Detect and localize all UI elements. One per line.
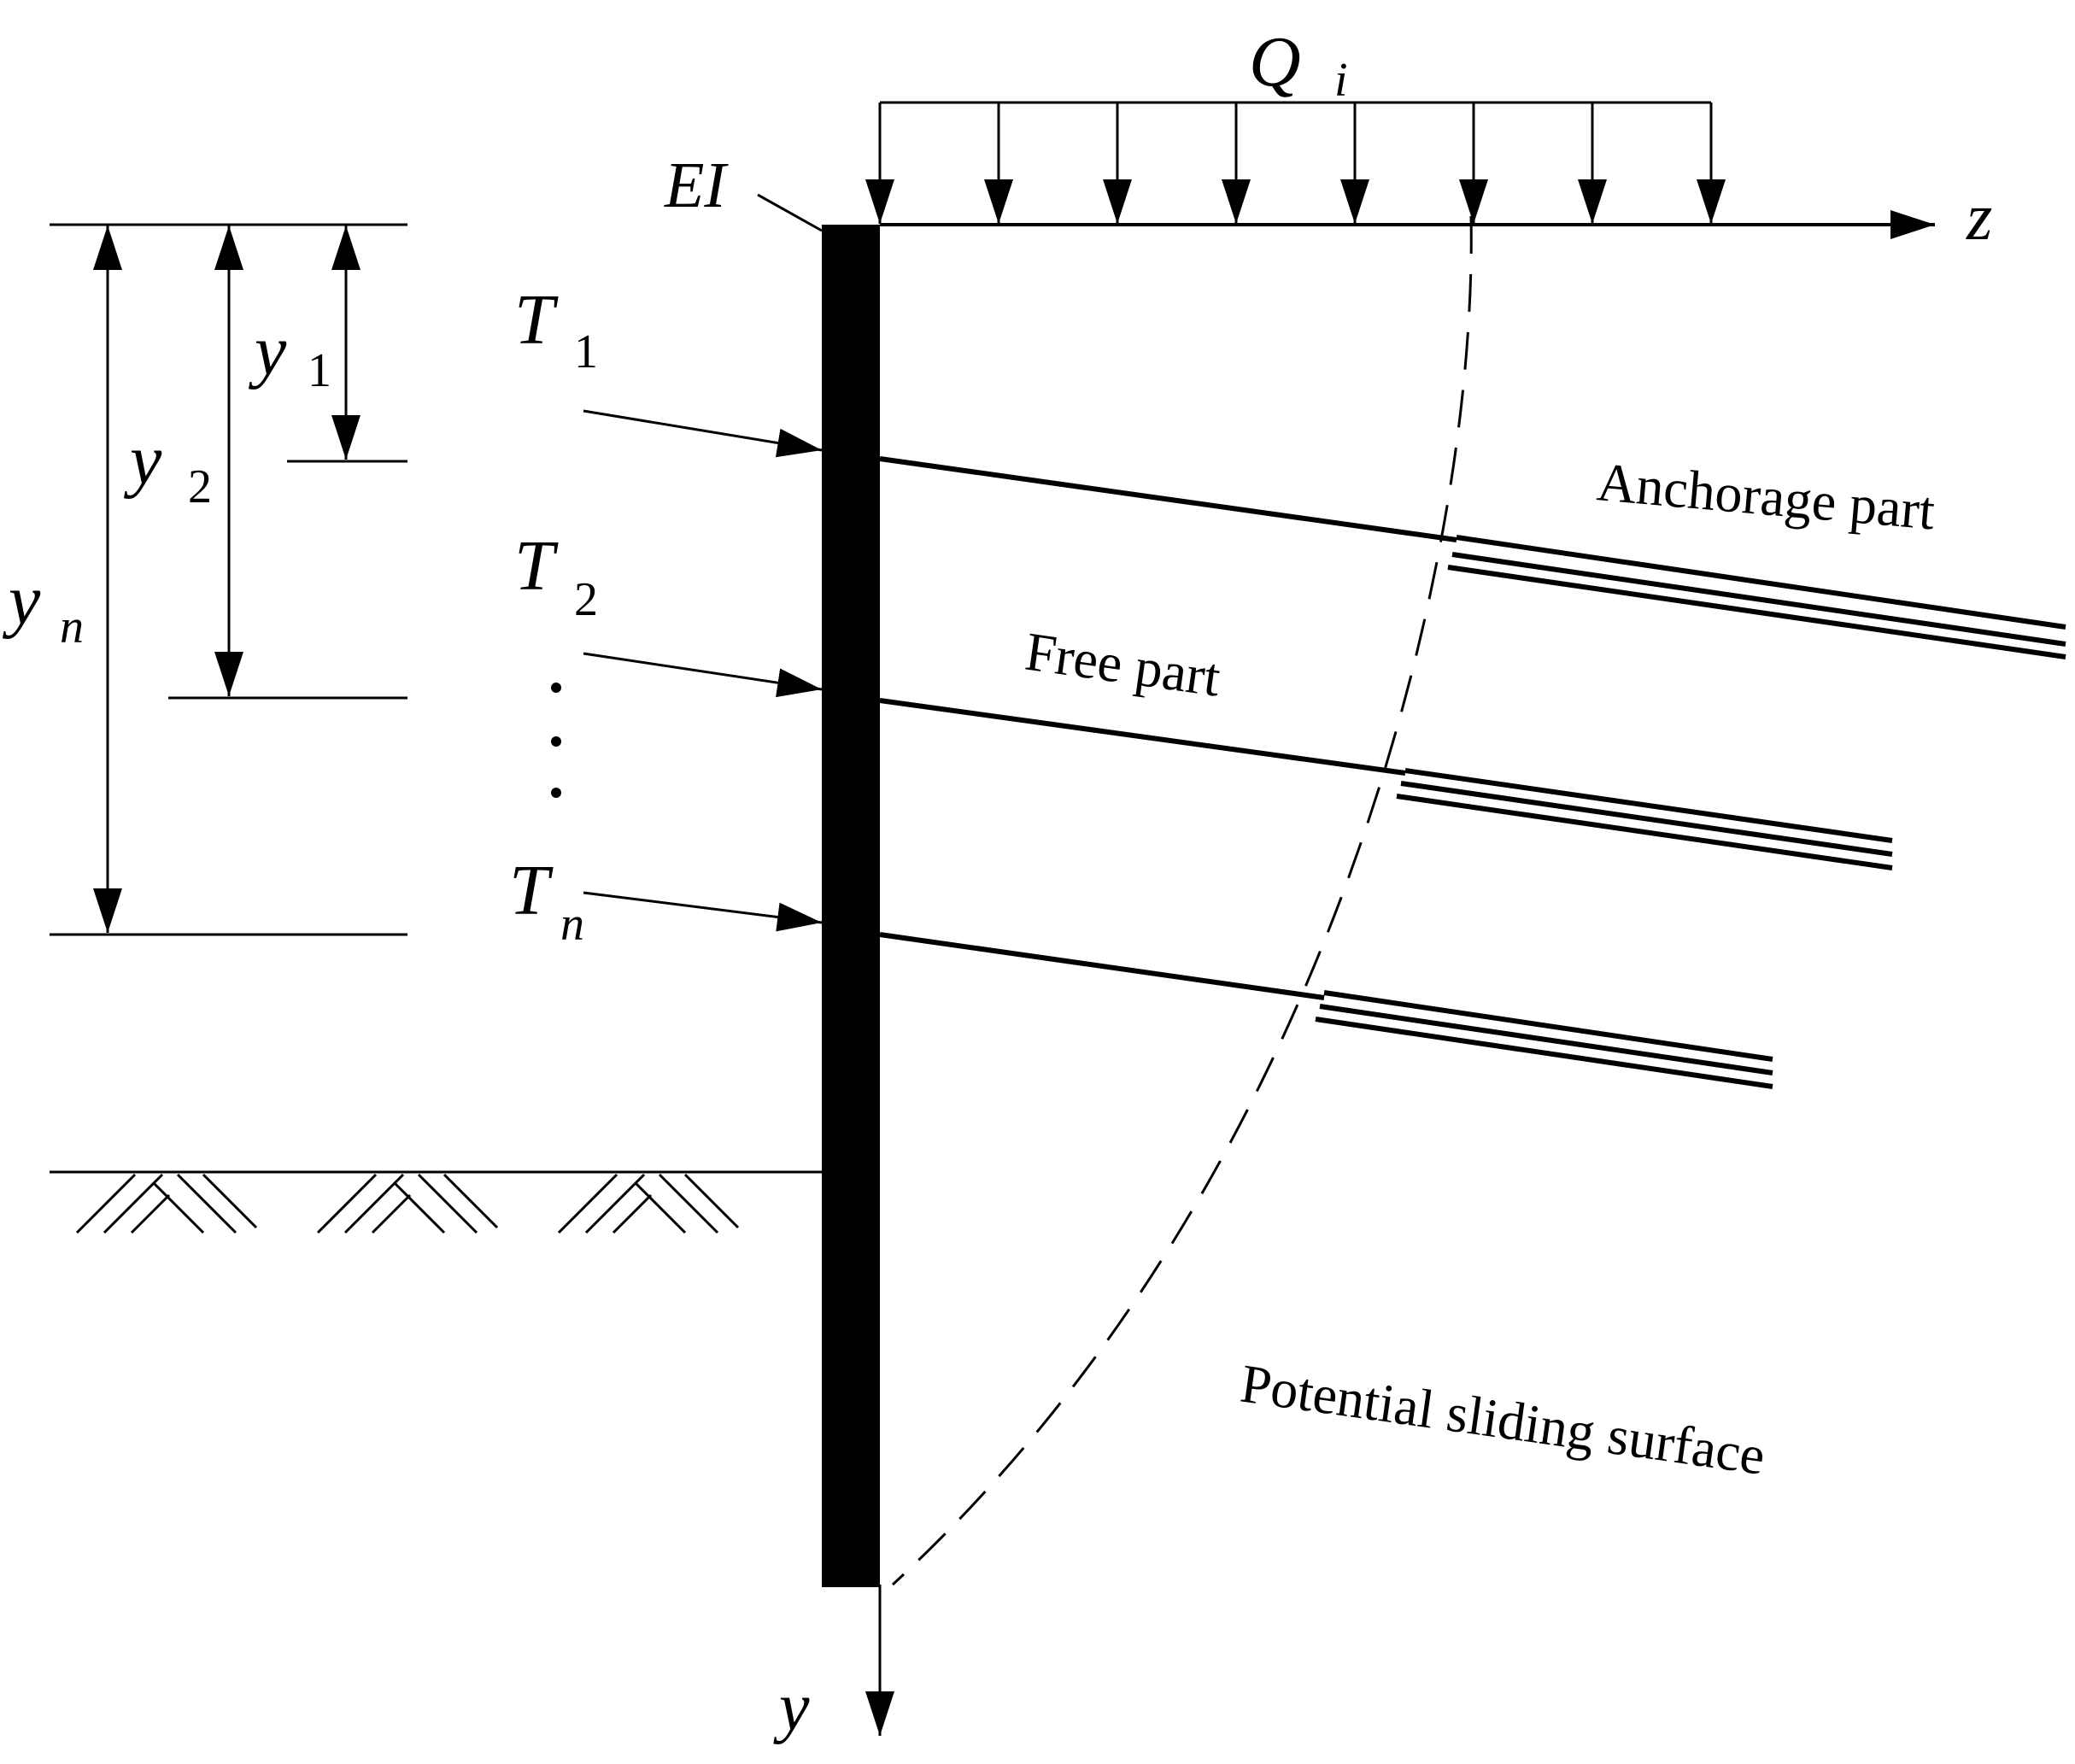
distributed-load [865,101,1726,224]
anchor-bond-strand [1396,794,1893,870]
anchor-forces [583,409,823,932]
t2-label: T [514,526,559,606]
force-arrow-t2 [583,652,823,698]
free-part-label: Free part [1022,621,1224,708]
load-subscript: i [1334,54,1348,107]
yn-subscript: n [60,601,84,653]
force-arrow-tn [583,891,823,932]
y1-subscript: 1 [308,344,331,397]
z-axis-label: z [1966,179,1992,254]
anchor-bond-strand [1400,781,1893,857]
yn-label: y [2,560,41,640]
anchor-n [879,932,1773,1089]
anchor-free-part [879,698,1406,776]
anchor-bond-strand [1323,990,1773,1062]
anchor-bond-strand [1315,1017,1773,1089]
anchor-free-part [879,456,1457,542]
y2-subscript: 2 [188,460,212,513]
y2-label: y [123,420,162,500]
anchor-1 [879,456,2066,659]
retaining-wall [822,225,880,1587]
anchor-bond-strand [1319,1004,1773,1075]
ellipsis-dots [551,683,561,798]
anchor-bond-strand [1451,552,2066,647]
load-label: Q [1249,22,1301,102]
anchor-bond-strand [1456,535,2066,630]
t1-subscript: 1 [574,325,598,378]
y1-label: y [248,311,287,390]
ei-label: EI [664,149,729,221]
ei-leader [757,193,823,232]
force-arrow-t1 [583,409,823,458]
anchor-2 [879,698,1893,870]
anchor-bond-strand [1447,565,2066,659]
t2-subscript: 2 [574,573,598,626]
dimension-lines [50,223,407,936]
sliding-surface-curve [891,215,1473,1586]
anchor-free-part [879,932,1325,1000]
sliding-surface-label: Potential sliding surface [1237,1353,1768,1486]
anchorage-part-label: Anchorage part [1595,451,1937,541]
ground-hatch [75,1173,740,1234]
tn-label: T [509,851,554,930]
tn-subscript: n [560,898,584,951]
t1-label: T [514,280,559,360]
anchor-bond-strand [1404,768,1893,843]
y-axis-label: y [773,1670,810,1745]
